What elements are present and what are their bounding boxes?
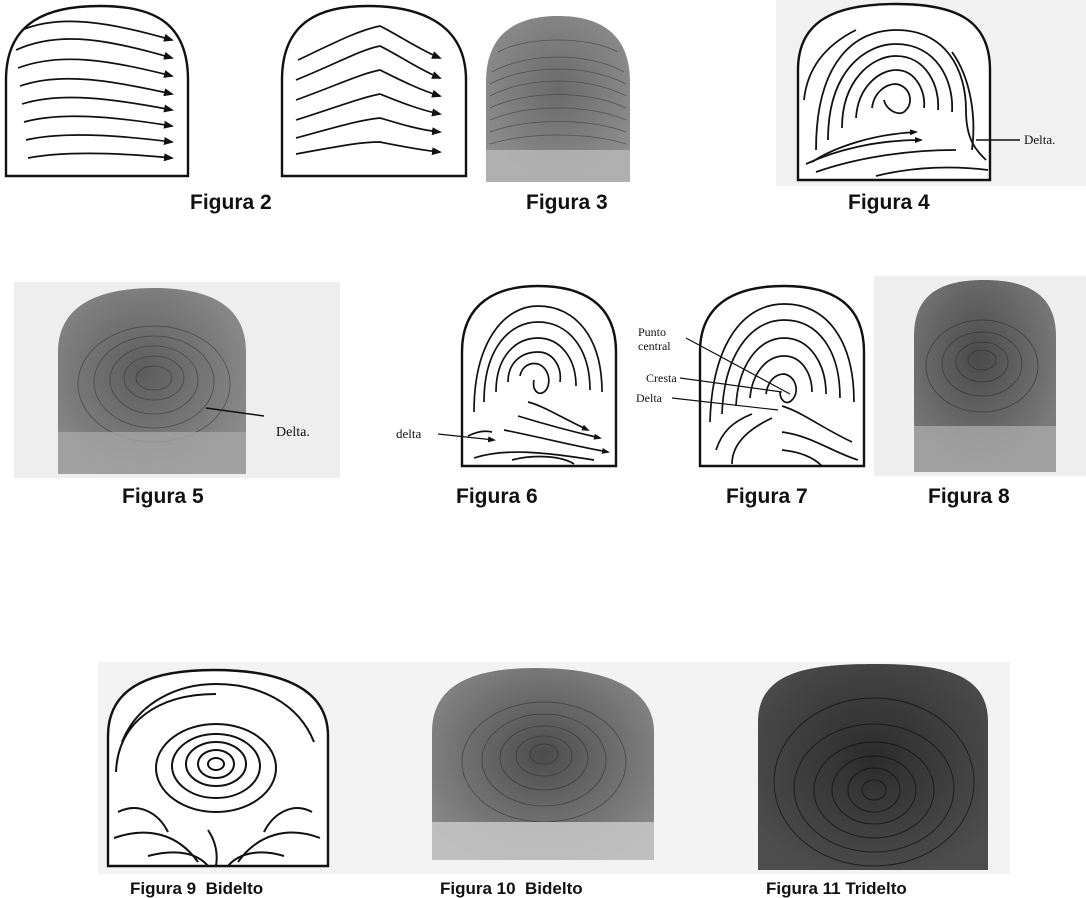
figure-7-loop-drawing: Punto central Cresta Delta [632, 282, 872, 472]
figure-3-arch-print [478, 12, 638, 184]
caption-figura-4: Figura 4 [848, 192, 930, 213]
arch-drawing-left [6, 6, 188, 176]
caption-figura-8: Figura 8 [928, 486, 1010, 507]
figure-4-loop-drawing: Delta. [776, 0, 1086, 186]
figure-6-loop-drawing: delta [394, 282, 628, 472]
figure-2-arch-drawings [0, 0, 470, 182]
arch-drawing-right [282, 6, 466, 176]
figure-row-3-strip [98, 662, 1010, 874]
delta-label-fig4: Delta. [1024, 132, 1055, 147]
caption-figura-6: Figura 6 [456, 486, 538, 507]
figure-5-loop-print: Delta. [14, 282, 340, 478]
caption-figura-10: Figura 10 Bidelto [440, 880, 583, 897]
cresta-label: Cresta [646, 371, 677, 385]
central-label: central [638, 339, 671, 353]
caption-figura-5: Figura 5 [122, 486, 204, 507]
caption-figura-11: Figura 11 Tridelto [766, 880, 907, 897]
figure-8-loop-print [874, 276, 1086, 476]
punto-label: Punto [638, 325, 666, 339]
delta-label-fig5: Delta. [276, 425, 310, 440]
figure-11-whorl-print [758, 664, 988, 870]
caption-figura-7: Figura 7 [726, 486, 808, 507]
delta-label-fig7: Delta [636, 391, 663, 405]
caption-figura-3: Figura 3 [526, 192, 608, 213]
caption-figura-2: Figura 2 [190, 192, 272, 213]
caption-figura-9: Figura 9 Bidelto [130, 880, 263, 897]
figure-10-whorl-print [432, 668, 654, 860]
delta-label-fig6: delta [396, 426, 421, 441]
figure-9-whorl-drawing [108, 670, 328, 866]
